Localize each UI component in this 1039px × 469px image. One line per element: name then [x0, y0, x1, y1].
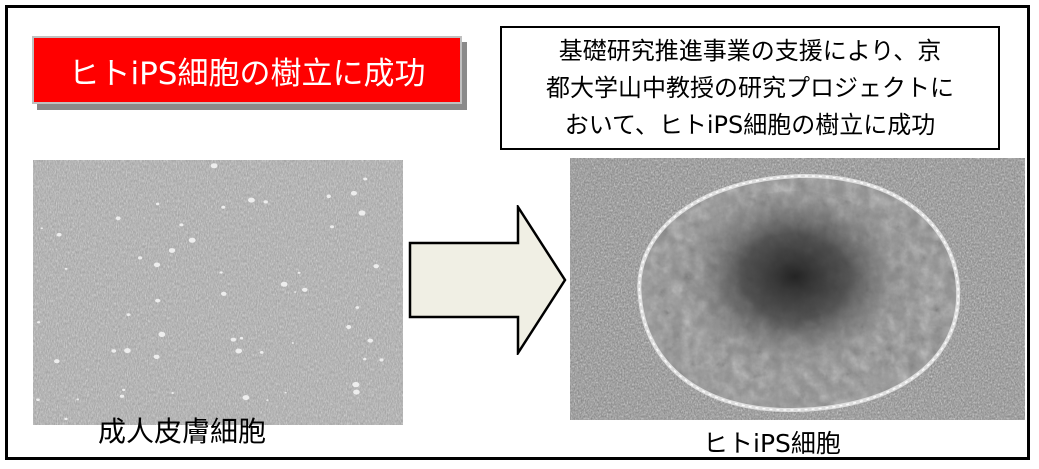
cell-speck	[363, 177, 368, 181]
cell-speck	[326, 194, 332, 199]
cell-speck	[155, 298, 161, 303]
description-box: 基礎研究推進事業の支援により、京 都大学山中教授の研究プロジェクトに おいて、ヒ…	[500, 26, 1000, 150]
fibroblast-micrograph-image	[33, 160, 403, 425]
cell-speck	[346, 325, 352, 329]
cell-speck	[242, 395, 250, 401]
cell-speck	[352, 381, 360, 388]
right-arrow-icon	[408, 202, 568, 358]
cell-speck	[358, 210, 366, 216]
cell-speck	[367, 338, 373, 343]
cell-speck	[373, 264, 380, 269]
cell-speck	[210, 163, 218, 169]
ips-cell-caption: ヒトiPS細胞	[703, 429, 841, 458]
cell-speck	[230, 337, 237, 342]
cell-speck	[297, 271, 301, 274]
cell-speck	[119, 394, 125, 398]
cell-speck	[235, 348, 242, 354]
cell-speck	[153, 262, 161, 268]
skin-cell-caption: 成人皮膚細胞	[98, 415, 267, 448]
cell-speck	[379, 358, 384, 362]
cell-speck	[126, 313, 131, 316]
cell-speck	[263, 200, 268, 204]
cell-speck	[248, 197, 255, 203]
cell-speck	[168, 248, 176, 253]
cell-speck	[54, 359, 60, 364]
cell-speck	[64, 267, 68, 270]
description-line-2: 都大学山中教授の研究プロジェクトに	[546, 73, 954, 102]
title-text: ヒトiPS細胞の樹立に成功	[68, 55, 426, 92]
cell-speck	[259, 351, 264, 354]
cell-speck	[266, 399, 269, 401]
cell-speck	[330, 225, 334, 229]
cell-speck	[115, 216, 121, 221]
cell-speck	[294, 291, 297, 293]
cell-speck	[56, 232, 62, 237]
cell-speck	[171, 392, 174, 394]
cell-speck	[40, 227, 43, 230]
cell-speck	[355, 306, 360, 309]
cell-speck	[221, 205, 226, 209]
cell-speck	[188, 237, 196, 243]
cell-speck	[153, 354, 160, 359]
cell-speck	[353, 389, 360, 395]
cell-speck	[138, 256, 143, 260]
cell-speck	[280, 281, 288, 287]
cell-speck	[221, 291, 227, 296]
cell-speck	[111, 349, 117, 353]
cell-speck	[302, 287, 308, 292]
cell-speck	[179, 223, 184, 227]
description-line-1: 基礎研究推進事業の支援により、京	[558, 36, 942, 65]
cell-speck	[284, 391, 287, 394]
cell-speck	[122, 388, 126, 392]
cell-speck	[76, 398, 79, 401]
cell-speck	[36, 398, 40, 402]
skin-cell-micrograph	[33, 160, 403, 425]
cell-speck	[37, 321, 41, 324]
description-line-3: おいて、ヒトiPS細胞の樹立に成功	[564, 110, 936, 139]
cell-speck	[158, 331, 166, 337]
cell-speck	[124, 348, 131, 354]
cell-speck	[155, 202, 160, 206]
ips-colony-micrograph-image	[570, 158, 1025, 420]
cell-speck	[363, 357, 367, 361]
cell-speck	[64, 417, 68, 421]
cell-speck	[291, 342, 294, 344]
cell-speck	[239, 336, 244, 340]
title-banner: ヒトiPS細胞の樹立に成功	[32, 36, 462, 104]
ips-cell-micrograph	[570, 158, 1025, 420]
cell-speck	[219, 271, 223, 274]
cell-speck	[350, 191, 357, 196]
